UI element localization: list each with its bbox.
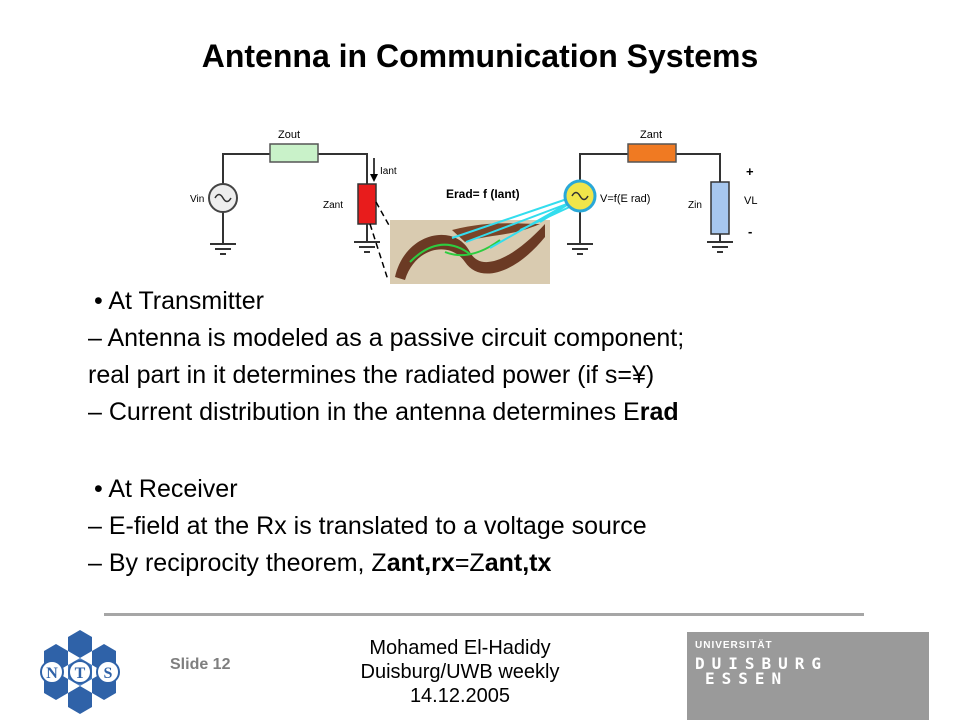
- receiver-heading: At Receiver: [88, 471, 647, 508]
- vin-label: Vin: [190, 194, 204, 205]
- transmitter-line-2: real part in it determines the radiated …: [88, 361, 655, 389]
- iant-label: Iant: [380, 166, 397, 177]
- zant-rx-label: Zant: [640, 129, 662, 141]
- zout-resistor: [269, 143, 319, 163]
- minus-sign: -: [748, 224, 752, 239]
- receiver-line-2-bold-2: ant,tx: [484, 549, 552, 577]
- footer-info: Mohamed El-Hadidy Duisburg/UWB weekly 14…: [310, 636, 610, 708]
- receiver-line-2-mid: =Z: [454, 549, 485, 577]
- tx-ground-icon: [210, 243, 236, 255]
- rx-ground-icon-2: [707, 241, 733, 253]
- receiver-line-1: – E-field at the Rx is translated to a v…: [88, 512, 647, 540]
- footer-date: 14.12.2005: [409, 685, 511, 707]
- footer-divider: [104, 613, 864, 616]
- transmitter-line-1: – Antenna is modeled as a passive circui…: [88, 324, 685, 352]
- footer-event: Duisburg/UWB weekly: [360, 661, 560, 683]
- receiver-line-2-bold-1: ant,rx: [386, 549, 455, 577]
- zin-resistor: [710, 181, 730, 235]
- transmitter-line-3-text: – Current distribution in the antenna de…: [88, 398, 640, 426]
- tx-circuit: [222, 153, 368, 244]
- nts-letter-t: T: [75, 665, 86, 682]
- receiver-section: At Receiver – E-field at the Rx is trans…: [88, 471, 647, 582]
- transmitter-line-3-bold: rad: [639, 398, 679, 426]
- transmitter-section: At Transmitter – Antenna is modeled as a…: [88, 283, 684, 431]
- transmitter-line-3: – Current distribution in the antenna de…: [88, 394, 684, 431]
- university-line-2: ESSEN: [705, 669, 789, 688]
- slide-title: Antenna in Communication Systems: [201, 38, 759, 74]
- zin-label: Zin: [688, 200, 702, 211]
- rx-circuit: [579, 153, 721, 244]
- university-small-label: UNIVERSITÄT: [695, 640, 773, 651]
- university-line-1: DUISBURG: [695, 654, 829, 673]
- zout-label: Zout: [278, 129, 300, 141]
- rx-ground-icon: [567, 243, 593, 255]
- receiver-line-2-text: – By reciprocity theorem, Z: [88, 549, 387, 577]
- transmitter-heading: At Transmitter: [88, 283, 684, 320]
- nts-letter-s: S: [104, 665, 113, 682]
- antenna-circuit-diagram: Zout Vin Zant Iant Erad= f (Iant) Zant: [190, 129, 757, 284]
- nts-letter-n: N: [46, 665, 58, 682]
- zant-tx-resistor: [357, 183, 377, 225]
- footer-author: Mohamed El-Hadidy: [369, 637, 551, 659]
- receiver-line-2: – By reciprocity theorem, Zant,rx=Zant,t…: [88, 545, 647, 582]
- v-rx-label: V=f(E rad): [600, 193, 650, 205]
- university-logo: UNIVERSITÄT DUISBURG ESSEN: [687, 632, 929, 720]
- zant-tx-label: Zant: [323, 200, 343, 211]
- erad-label: Erad= f (Iant): [446, 187, 520, 201]
- slide-number: Slide 12: [170, 656, 231, 673]
- nts-logo: N T S: [40, 630, 120, 714]
- plus-sign: +: [746, 164, 754, 179]
- tx-ground-icon-2: [354, 241, 380, 253]
- zant-rx-resistor: [627, 143, 677, 163]
- antenna-photo: [390, 220, 550, 284]
- vl-label: VL: [744, 195, 757, 207]
